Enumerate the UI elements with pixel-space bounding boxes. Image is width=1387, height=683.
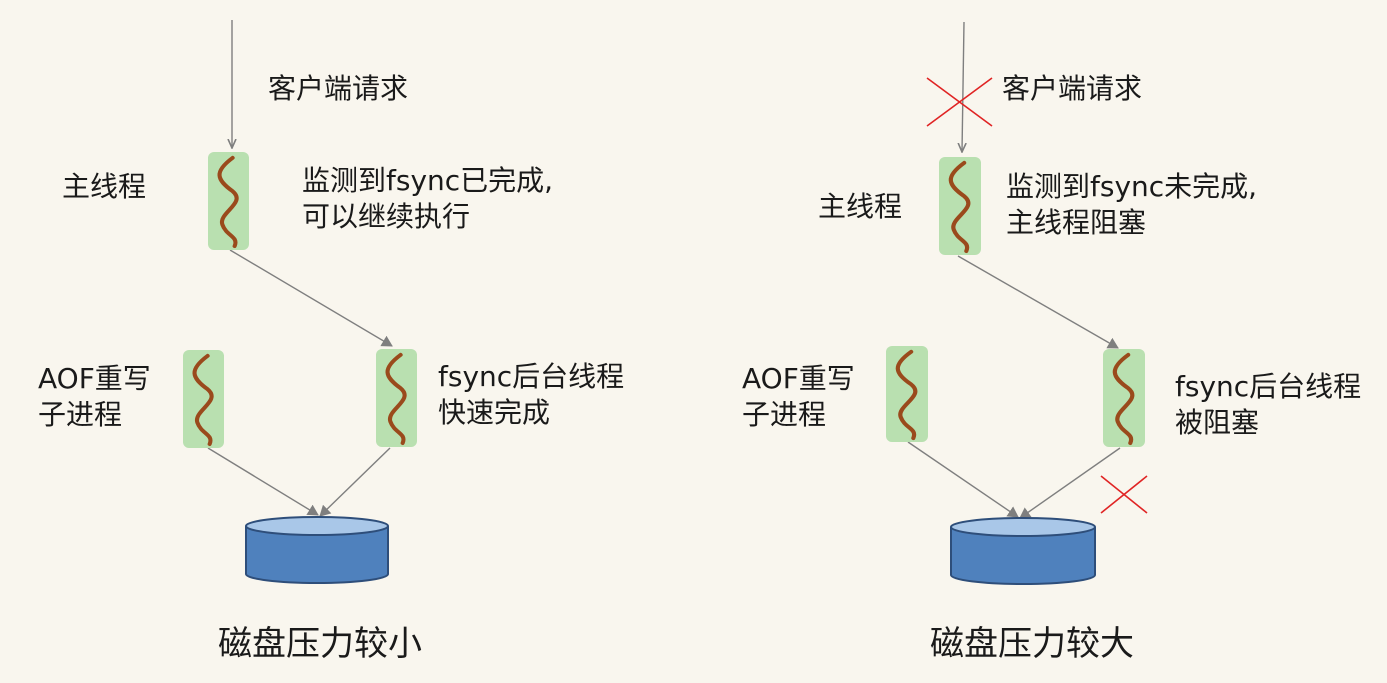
left-aof-thread	[183, 350, 224, 448]
thread-wave-icon	[948, 160, 971, 254]
left-aof-label-line2: 子进程	[38, 398, 123, 431]
right-caption: 磁盘压力较大	[930, 624, 1134, 664]
blocked-x-icon	[1100, 475, 1148, 514]
thread-wave-icon	[217, 155, 239, 249]
disk-icon	[245, 516, 389, 584]
thread-wave-icon	[192, 353, 214, 447]
right-aof-label-line2: 子进程	[742, 398, 827, 431]
right-main-to-fsync-arrow	[957, 255, 1119, 349]
right-main-status-line2: 主线程阻塞	[1006, 206, 1147, 239]
thread-wave-icon	[1112, 352, 1135, 446]
left-main-to-fsync-arrow	[229, 249, 393, 347]
left-aof-to-disk-arrow	[207, 447, 319, 516]
blocked-x-icon	[926, 77, 993, 127]
left-main-thread-label: 主线程	[62, 170, 147, 203]
right-fsync-thread	[1103, 349, 1145, 447]
left-request-label: 客户端请求	[268, 72, 409, 105]
left-main-status-line1: 监测到fsync已完成,	[302, 164, 554, 197]
right-main-thread	[939, 157, 981, 255]
right-main-thread-label: 主线程	[818, 190, 903, 223]
left-fsync-thread	[376, 349, 417, 447]
left-aof-label-line1: AOF重写	[38, 362, 151, 395]
right-request-arrow	[962, 21, 964, 152]
left-main-status-line2: 可以继续执行	[302, 200, 471, 233]
thread-wave-icon	[385, 352, 407, 446]
left-fsync-label-line1: fsync后台线程	[438, 360, 625, 393]
left-main-thread	[208, 152, 249, 250]
left-caption: 磁盘压力较小	[218, 624, 422, 664]
right-main-status-line1: 监测到fsync未完成,	[1006, 170, 1258, 203]
right-aof-thread	[886, 346, 928, 442]
right-fsync-to-disk-arrow	[1019, 447, 1121, 519]
left-fsync-to-disk-arrow	[319, 447, 391, 517]
thread-wave-icon	[895, 349, 918, 441]
right-aof-label-line1: AOF重写	[742, 362, 855, 395]
disk-icon	[950, 517, 1096, 585]
left-fsync-label-line2: 快速完成	[438, 396, 551, 429]
right-fsync-label-line1: fsync后台线程	[1175, 370, 1362, 403]
right-request-label: 客户端请求	[1002, 72, 1143, 105]
right-aof-to-disk-arrow	[907, 441, 1019, 518]
right-fsync-label-line2: 被阻塞	[1175, 406, 1260, 439]
